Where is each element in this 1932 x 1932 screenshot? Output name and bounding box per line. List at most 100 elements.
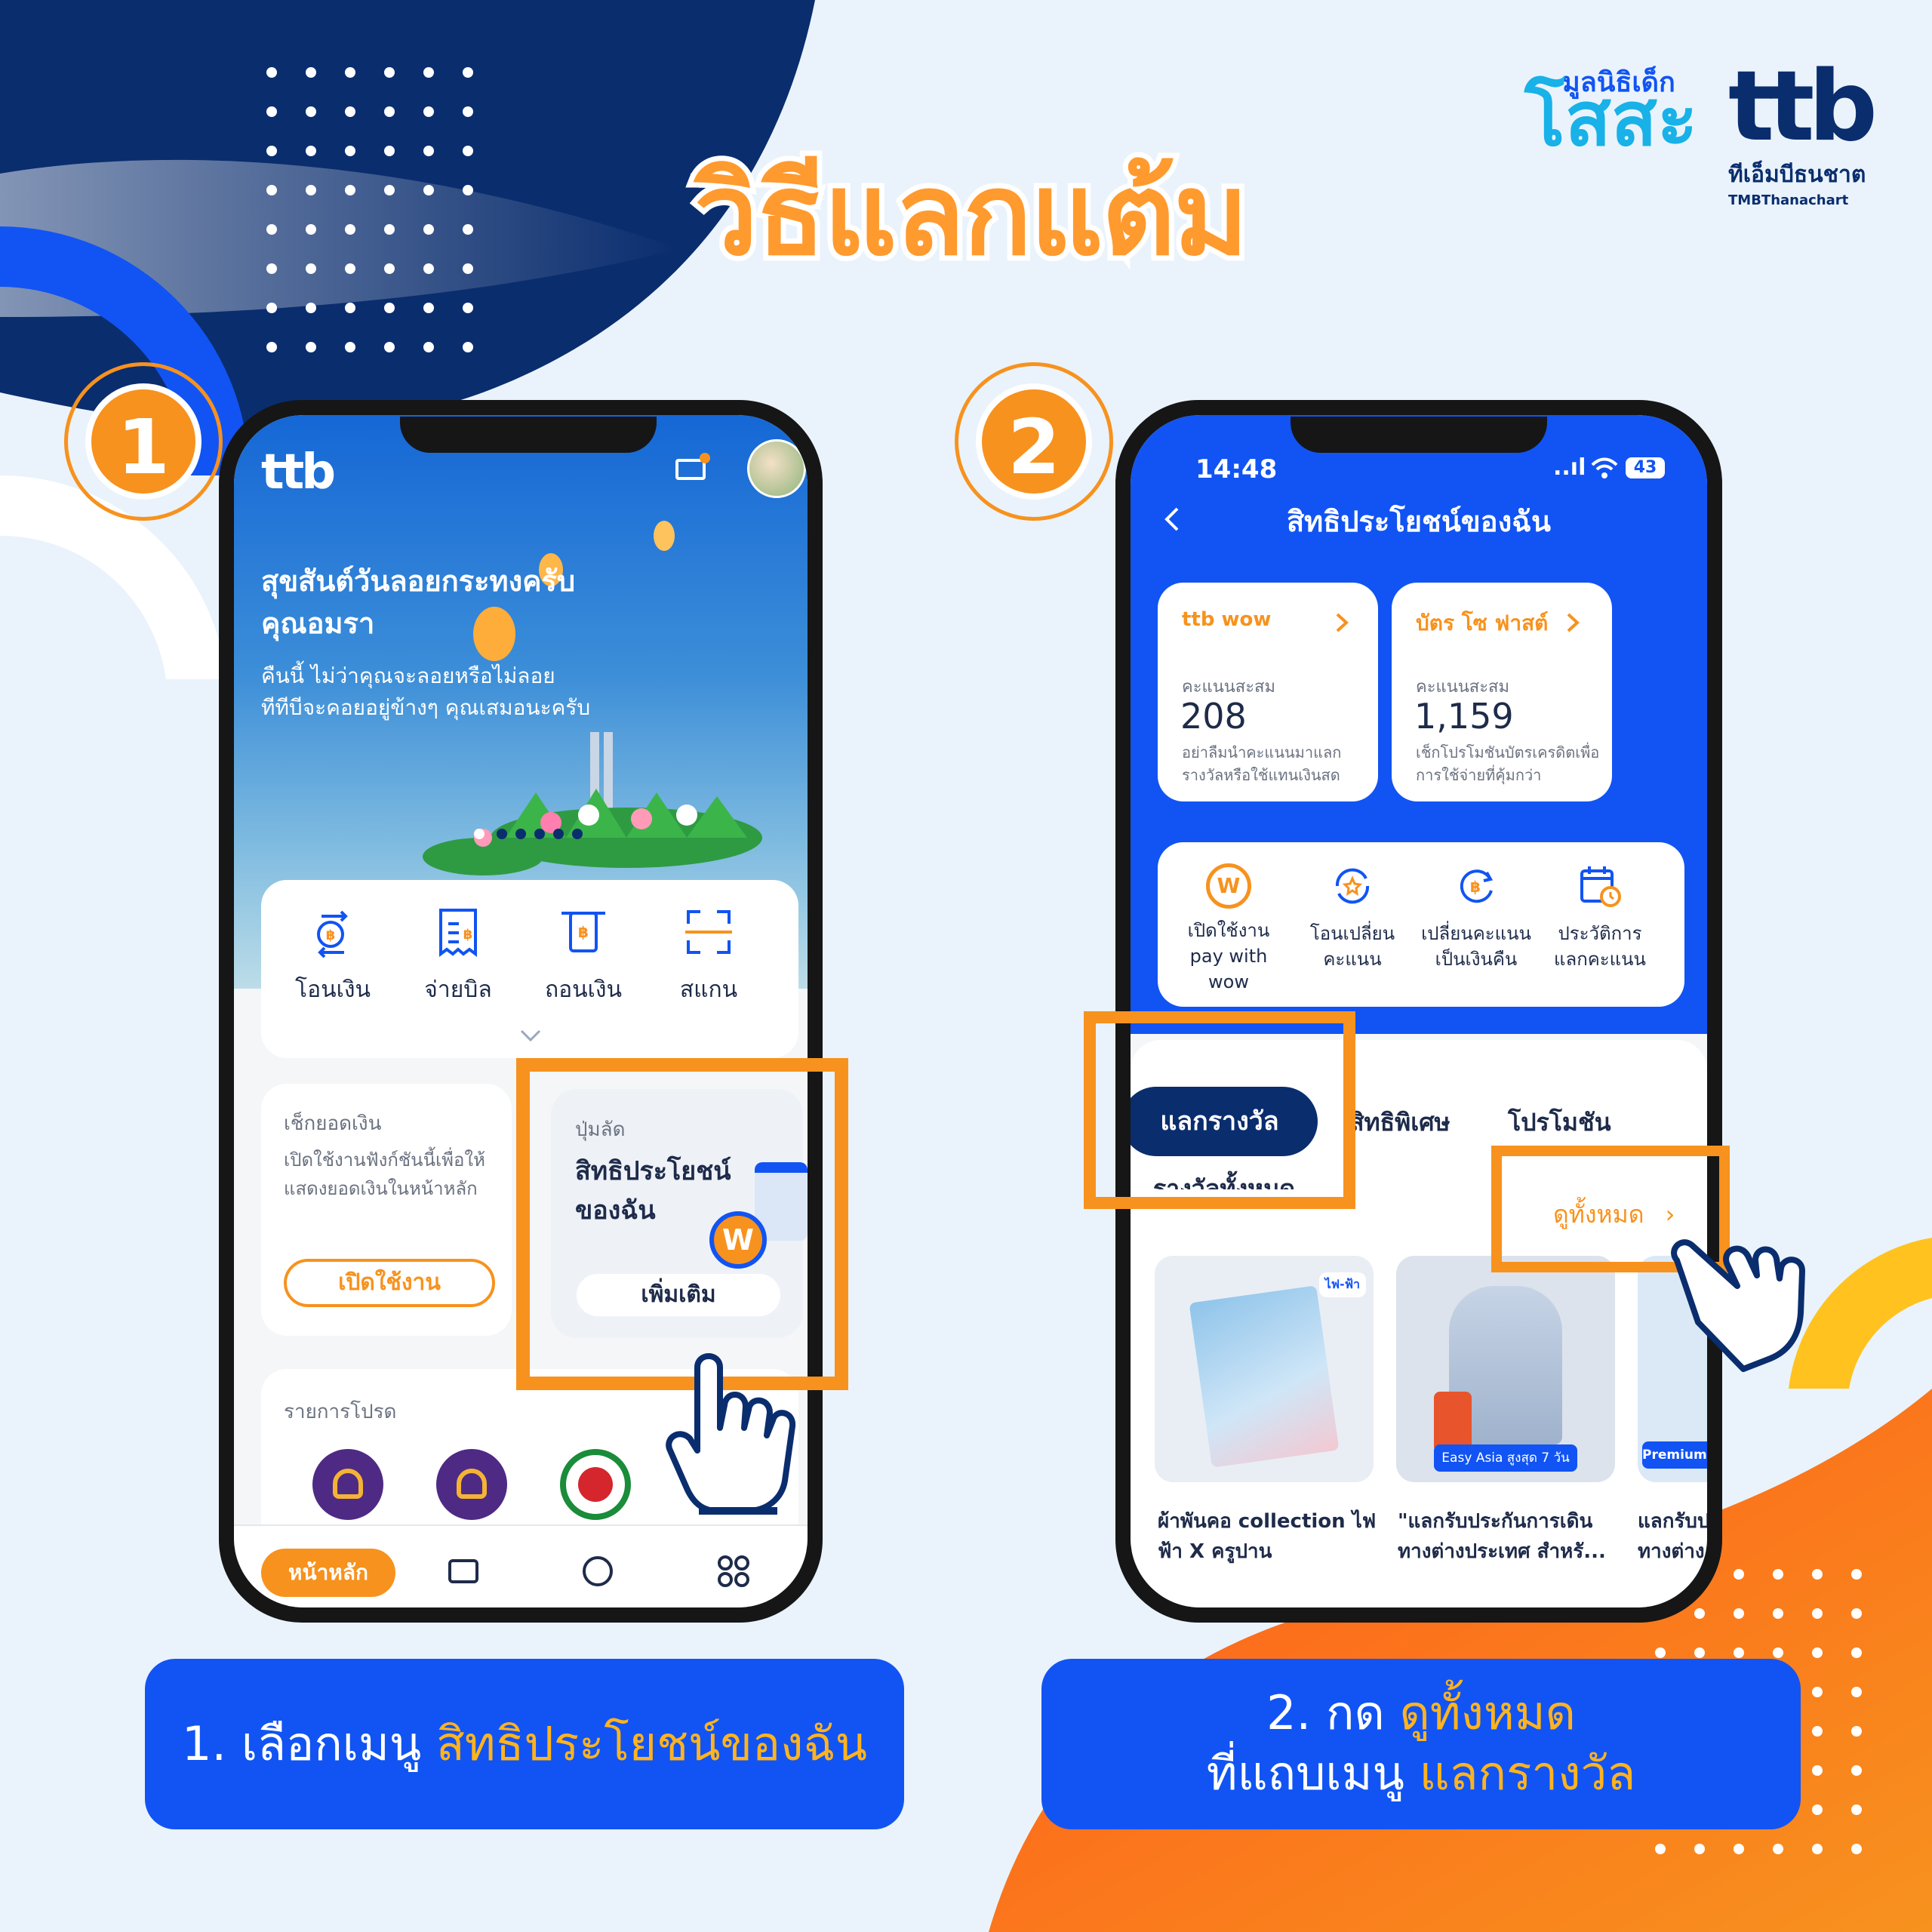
svg-text:฿: ฿ bbox=[326, 928, 336, 943]
tab-redeem[interactable]: แลกรางวัล bbox=[1131, 1087, 1318, 1156]
action-exchange-points[interactable]: โอนเปลี่ยน คะแนน bbox=[1291, 863, 1414, 972]
action-label: โอนเปลี่ยน คะแนน bbox=[1291, 921, 1414, 972]
quick-action-label: จ่ายบิล bbox=[424, 977, 492, 1003]
action-line-2: เป็นเงินคืน bbox=[1435, 949, 1518, 970]
favorite-bank-2[interactable] bbox=[436, 1449, 507, 1520]
battery-icon: 43 bbox=[1626, 457, 1665, 478]
product-tag: Easy Asia สูงสุด 7 วัน bbox=[1434, 1444, 1577, 1472]
see-all-label: ดูทั้งหมด bbox=[1553, 1200, 1644, 1229]
product-title: ผ้าพันคอ collection ไฟ- ฟ้า X ครูปาน bbox=[1158, 1506, 1377, 1567]
hand-pointer-icon bbox=[666, 1353, 795, 1515]
greeting-sub-line-2: ทีทีบีจะคอยอยู่ข้างๆ คุณเสมอนะครับ bbox=[261, 695, 591, 720]
wow-card-label: คะแนนสะสม bbox=[1182, 678, 1275, 697]
action-line-2: แลกคะแนน bbox=[1554, 949, 1646, 970]
quick-action-label: สแกน bbox=[679, 977, 738, 1003]
product-card[interactable]: Easy Asia สูงสุด 7 วัน bbox=[1396, 1256, 1615, 1482]
cellular-signal-icon: ..ıl bbox=[1553, 454, 1586, 481]
exchange-points-icon bbox=[1335, 868, 1370, 904]
step-1-ring bbox=[64, 362, 223, 521]
svg-text:฿: ฿ bbox=[463, 927, 473, 943]
scan-icon bbox=[685, 910, 732, 954]
chevron-right-icon bbox=[1567, 613, 1580, 632]
shortcut-card-name: สิทธิประโยชน์ ของฉัน bbox=[575, 1152, 731, 1230]
product-title: แลกรับป ทางต่าง bbox=[1638, 1506, 1707, 1567]
product-title-line-2: ทางต่าง bbox=[1638, 1540, 1705, 1563]
phone-2-notch bbox=[1291, 417, 1547, 453]
wow-card-points: 208 bbox=[1180, 696, 1247, 737]
phone-1-screen: ttb สุขสันต์วันลอยกระทงครับ คุณอมรา คืนน… bbox=[234, 415, 808, 1607]
phone-2-screen: 14:48 ..ıl 43 สิทธิประโยชน์ของฉัน ttb wo… bbox=[1131, 415, 1707, 1607]
tab-promotions[interactable]: โปรโมชัน bbox=[1508, 1108, 1611, 1137]
quick-action-withdraw[interactable]: ฿ ถอนเงิน bbox=[527, 906, 640, 1019]
step-1-number: 1 bbox=[85, 383, 202, 500]
wow-card-note-line-2: รางวัลหรือใช้แทนเงินสด bbox=[1182, 766, 1340, 784]
ttb-app-logo: ttb bbox=[261, 445, 336, 500]
step-1-caption-highlight: สิทธิประโยชน์ของฉัน bbox=[435, 1716, 868, 1771]
bank-name-en: TMBThanachart bbox=[1728, 192, 1849, 208]
ttb-logo: ttb ทีเอ็มบีธนชาต TMBThanachart bbox=[1728, 59, 1909, 210]
step-2-caption-highlight: ดูทั้งหมด bbox=[1399, 1685, 1576, 1740]
wow-card-title: ttb wow bbox=[1182, 608, 1272, 631]
avatar[interactable] bbox=[747, 439, 806, 498]
see-all-link[interactable]: ดูทั้งหมด › bbox=[1553, 1195, 1675, 1234]
tab-privileges[interactable]: สิทธิพิเศษ bbox=[1349, 1108, 1451, 1137]
wifi-icon bbox=[1591, 457, 1618, 478]
action-line-1: เปลี่ยนคะแนน bbox=[1421, 923, 1531, 944]
wow-badge-icon: W bbox=[709, 1211, 767, 1269]
bank-logo-icon bbox=[333, 1469, 363, 1499]
greeting-title: สุขสันต์วันลอยกระทงครับ คุณอมรา bbox=[261, 560, 575, 645]
step-2-caption-line-2: ที่แถบเมนู แลกรางวัล bbox=[1041, 1743, 1801, 1804]
svg-text:฿: ฿ bbox=[1470, 878, 1481, 896]
wallet-icon[interactable] bbox=[448, 1559, 478, 1583]
action-label: ประวัติการ แลกคะแนน bbox=[1538, 921, 1662, 972]
action-redeem-history[interactable]: ประวัติการ แลกคะแนน bbox=[1538, 863, 1662, 972]
highlight-redeem-tab bbox=[1084, 1011, 1355, 1209]
product-tag: ไฟ-ฟ้า bbox=[1318, 1272, 1366, 1297]
wow-card-note: อย่าลืมนำคะแนนมาแลก รางวัลหรือใช้แทนเงิน… bbox=[1182, 741, 1341, 786]
action-label: เปิดใช้งาน pay with wow bbox=[1167, 918, 1291, 995]
nav-home-button[interactable]: หน้าหลัก bbox=[261, 1549, 395, 1597]
product-card[interactable]: ไฟ-ฟ้า bbox=[1155, 1256, 1374, 1482]
action-line-1: โอนเปลี่ยน bbox=[1309, 923, 1395, 944]
quick-action-bill[interactable]: ฿ จ่ายบิล bbox=[401, 906, 515, 1019]
quick-actions-card bbox=[261, 880, 798, 1058]
back-arrow-icon[interactable] bbox=[1161, 504, 1183, 534]
product-title: "แลกรับประกันการเดิน ทางต่างประเทศ สำหรั… bbox=[1398, 1506, 1617, 1567]
greeting-line-2: คุณอมรา bbox=[261, 607, 375, 640]
step-2-caption: 2. กด ดูทั้งหมด ที่แถบเมนู แลกรางวัล bbox=[1041, 1659, 1801, 1829]
enable-balance-button[interactable]: เปิดใช้งาน bbox=[284, 1259, 495, 1307]
step-2-caption-highlight: แลกรางวัล bbox=[1419, 1746, 1636, 1801]
phone-1-notch bbox=[400, 417, 657, 453]
mail-icon[interactable] bbox=[675, 453, 710, 480]
transfer-icon: ฿ bbox=[317, 910, 348, 958]
support-icon[interactable] bbox=[583, 1556, 613, 1586]
favorite-bank-3[interactable] bbox=[560, 1449, 631, 1520]
krathong-illustration bbox=[423, 521, 762, 875]
luggage-image bbox=[1434, 1392, 1472, 1452]
product-title-line-1: แลกรับป bbox=[1638, 1510, 1707, 1533]
hand-pointer-icon bbox=[1671, 1239, 1805, 1372]
action-label: เปลี่ยนคะแนน เป็นเงินคืน bbox=[1414, 921, 1538, 972]
step-2-ring bbox=[955, 362, 1113, 521]
highlight-see-all bbox=[1491, 1146, 1730, 1272]
menu-grid-icon[interactable] bbox=[717, 1555, 750, 1588]
history-icon bbox=[1580, 866, 1621, 907]
favorite-bank-1[interactable] bbox=[312, 1449, 383, 1520]
ttb-logo-mark: ttb bbox=[1728, 51, 1878, 163]
balance-card-desc-line-2: แสดงยอดเงินในหน้าหลัก bbox=[284, 1178, 478, 1199]
scarf-image bbox=[1189, 1285, 1340, 1468]
chevron-down-icon[interactable] bbox=[519, 1028, 542, 1043]
shortcut-more-button[interactable]: เพิ่มเติม bbox=[577, 1274, 780, 1316]
action-pay-with-wow[interactable]: W เปิดใช้งาน pay with wow bbox=[1167, 863, 1291, 995]
banner-pagination[interactable] bbox=[474, 829, 595, 841]
action-line-2: pay with wow bbox=[1189, 946, 1268, 992]
cashback-icon: ฿ bbox=[1460, 869, 1494, 903]
action-points-to-cash[interactable]: ฿ เปลี่ยนคะแนน เป็นเงินคืน bbox=[1414, 863, 1538, 972]
quick-action-transfer[interactable]: ฿ โอนเงิน bbox=[276, 906, 389, 1019]
quick-action-scan[interactable]: สแกน bbox=[652, 906, 765, 1019]
foundation-logo-main: โสสะ bbox=[1524, 75, 1698, 163]
credit-card-points: 1,159 bbox=[1414, 696, 1514, 737]
credit-card-title: บัตร โซ ฟาสต์ bbox=[1416, 611, 1549, 635]
highlight-shortcut bbox=[516, 1058, 848, 1390]
step-2-caption-text: 2. กด bbox=[1266, 1685, 1400, 1740]
